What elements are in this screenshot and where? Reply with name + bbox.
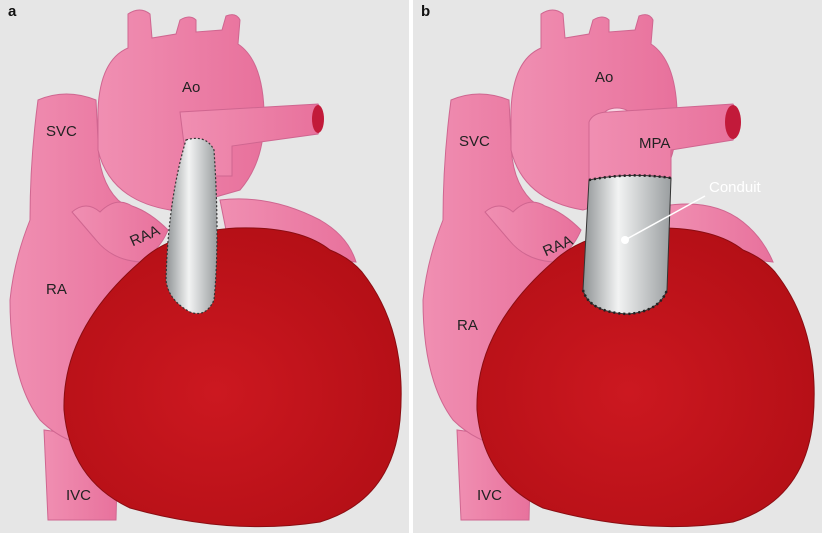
conduit-pointer-dot — [621, 236, 629, 244]
panel-letter: b — [421, 3, 430, 20]
ventricle — [476, 227, 815, 528]
label-ivc: IVC — [477, 487, 502, 504]
label-conduit: Conduit — [709, 179, 762, 196]
right-atrial-appendage — [71, 201, 169, 263]
anastomosis-patch — [165, 137, 218, 315]
heart-illustration-b: b Ao SVC MPA Conduit RAA RA IVC — [421, 3, 815, 528]
heart-illustration-a: a Ao SVC RAA RA IVC — [8, 3, 402, 528]
pulmonary-artery-lumen — [312, 105, 324, 133]
label-ra: RA — [46, 281, 67, 298]
label-ivc: IVC — [66, 487, 91, 504]
panel-b: b Ao SVC MPA Conduit RAA RA IVC — [413, 0, 822, 533]
conduit-suture-top — [588, 174, 672, 182]
label-ra: RA — [457, 317, 478, 334]
right-atrial-appendage — [484, 201, 582, 263]
label-svc: SVC — [459, 133, 490, 150]
panel-a: a Ao SVC RAA RA IVC — [0, 0, 409, 533]
label-ao: Ao — [182, 79, 200, 96]
label-svc: SVC — [46, 123, 77, 140]
label-mpa: MPA — [639, 135, 670, 152]
ventricle — [63, 227, 402, 528]
panel-letter: a — [8, 3, 17, 20]
mpa-lumen — [725, 105, 741, 139]
conduit-tube — [582, 174, 672, 315]
label-ao: Ao — [595, 69, 613, 86]
conduit-pointer-line — [624, 195, 706, 241]
